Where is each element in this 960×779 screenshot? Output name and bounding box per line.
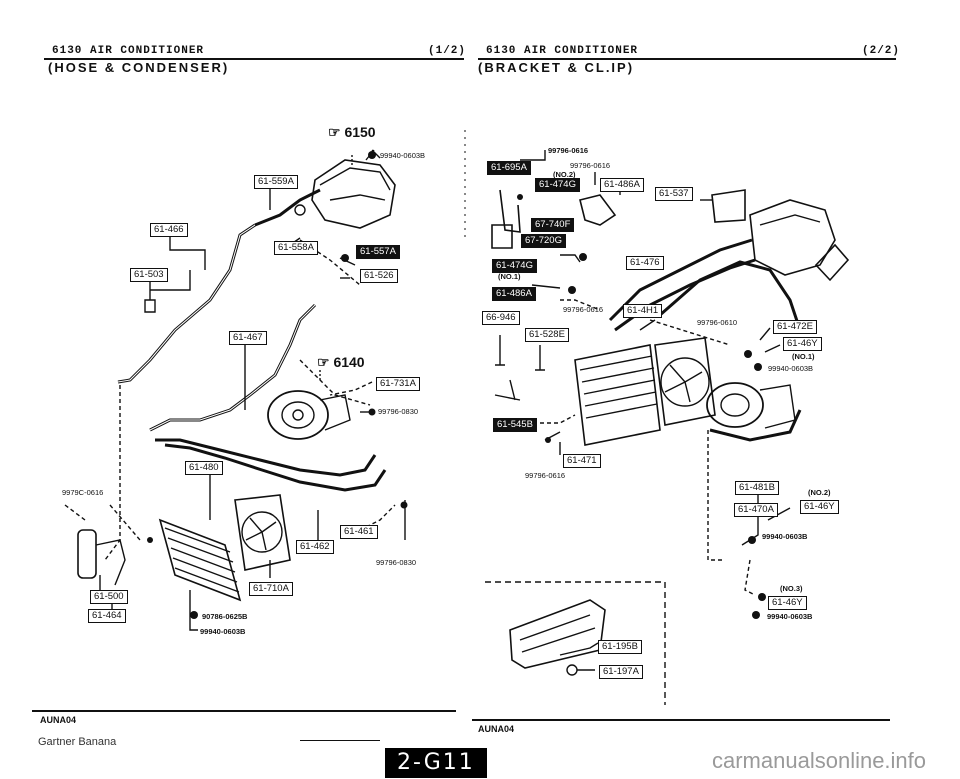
part-number: 99940-0603B	[380, 151, 426, 160]
part-box: 61-466	[150, 223, 188, 237]
part-box: 61-195B	[598, 640, 642, 654]
part-number: 99796-0830	[376, 558, 417, 567]
part-box: 61-503	[130, 268, 168, 282]
no-label: (NO.2)	[808, 488, 831, 497]
left-footer-rule	[32, 710, 456, 712]
part-box: 61-476	[626, 256, 664, 270]
compressor-right	[706, 382, 764, 428]
part-box: 61-471	[563, 454, 601, 468]
left-footer-code: AUNA04	[40, 715, 77, 725]
evaporator-right	[749, 199, 836, 276]
part-box: 61-4H1	[623, 304, 663, 318]
badge-rule	[300, 740, 380, 741]
page-badge: 2-G11	[385, 748, 487, 778]
part-box: 61-695A	[487, 161, 531, 175]
part-box: 61-500	[90, 590, 128, 604]
left-header-page: (1/2)	[428, 45, 467, 57]
part-box: 61-557A	[356, 245, 400, 259]
part-box: 61-486A	[600, 178, 644, 192]
part-number: 99796-0610	[697, 318, 738, 327]
ref-6140: ☞ 6140	[317, 354, 365, 370]
ref-6150: ☞ 6150	[328, 124, 376, 140]
part-box: 61-197A	[599, 665, 643, 679]
no-label: (NO.1)	[792, 352, 815, 361]
part-box: 61-528E	[525, 328, 569, 342]
part-number: 99796-0616	[548, 146, 589, 155]
right-header-page: (2/2)	[862, 45, 901, 57]
part-box: 61-710A	[249, 582, 293, 596]
part-number: 99796-0616	[563, 305, 604, 314]
part-box: 61-464	[88, 609, 126, 623]
part-box: 61-558A	[274, 241, 318, 255]
part-box: 67-720G	[521, 234, 566, 248]
part-number: 90786-0625B	[202, 612, 248, 621]
part-box: 61-537	[655, 187, 693, 201]
right-footer-rule	[472, 719, 890, 721]
no-label: (NO.3)	[780, 584, 803, 593]
part-box: 61-545B	[493, 418, 537, 432]
left-subtitle: (HOSE & CONDENSER)	[48, 60, 230, 75]
part-box: 61-480	[185, 461, 223, 475]
right-header-title: 6130 AIR CONDITIONER	[486, 45, 639, 57]
evaporator-unit	[311, 159, 396, 229]
part-box: 67-740F	[531, 218, 575, 232]
ref-6140-arrow-icon: ☞	[317, 354, 330, 370]
part-box: 61-470A	[734, 503, 778, 517]
part-number: 9979C-0616	[62, 488, 104, 497]
right-header-rule	[478, 58, 896, 60]
part-box: 61-46Y	[768, 596, 807, 610]
part-box: 61-462	[296, 540, 334, 554]
bracket-537	[711, 189, 746, 223]
part-number: 99940-0603B	[767, 612, 813, 621]
suction-hose	[155, 438, 377, 477]
part-box: 61-467	[229, 331, 267, 345]
no-label: (NO.2)	[553, 170, 576, 179]
part-number: 99940-0603B	[200, 627, 246, 636]
ref-6150-arrow-icon: ☞	[328, 124, 341, 140]
gartner-note: Gartner Banana	[38, 736, 117, 748]
right-subtitle: (BRACKET & CL.IP)	[478, 60, 635, 75]
liquid-pipe	[117, 223, 256, 384]
no-label: (NO.1)	[498, 272, 521, 281]
part-box: 61-461	[340, 525, 378, 539]
part-number: 99940-0603B	[762, 532, 808, 541]
part-box: 61-731A	[376, 377, 420, 391]
discharge-pipe	[149, 303, 317, 432]
part-box: 61-526	[360, 269, 398, 283]
receiver-drier	[77, 529, 97, 579]
part-box: 61-472E	[773, 320, 817, 334]
part-box: 61-559A	[254, 175, 298, 189]
part-box: 61-474G	[492, 259, 537, 273]
part-box: 61-46Y	[800, 500, 839, 514]
part-box: 61-46Y	[783, 337, 822, 351]
fan-shroud	[234, 494, 291, 571]
part-number: 99796-0830	[378, 407, 419, 416]
inset-bracket	[509, 599, 606, 669]
part-box: 61-474G	[535, 178, 580, 192]
watermark: carmanualsonline.info	[712, 748, 927, 773]
part-number: 99796-0616	[570, 161, 611, 170]
part-box: 61-481B	[735, 481, 779, 495]
compressor	[267, 390, 329, 440]
condenser	[158, 518, 242, 602]
right-footer-code: AUNA04	[478, 724, 515, 734]
part-box: 61-486A	[492, 287, 536, 301]
part-number: 99796-0616	[525, 471, 566, 480]
left-header-rule	[44, 58, 464, 60]
part-box: 66-946	[482, 311, 520, 325]
condenser-right	[574, 344, 661, 446]
left-header-title: 6130 AIR CONDITIONER	[52, 45, 205, 57]
inset-outline	[485, 581, 666, 705]
part-number: 99940-0603B	[768, 364, 814, 373]
